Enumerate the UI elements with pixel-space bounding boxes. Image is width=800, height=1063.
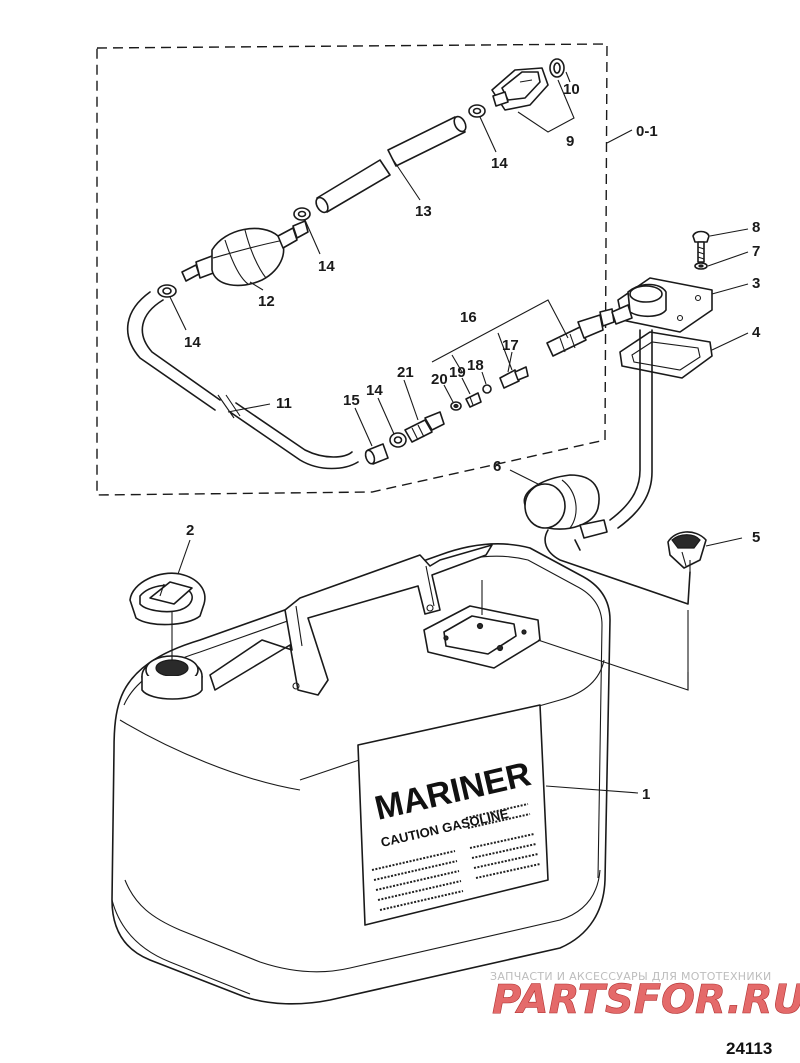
fitting-14-lower: [389, 432, 407, 448]
sleeve-15: [364, 443, 389, 465]
callout-21: 21: [397, 364, 414, 381]
fitting-21: [404, 411, 445, 443]
callout-5: 5: [752, 529, 760, 546]
callout-1: 1: [642, 786, 650, 803]
assembly-guide-lines: [171, 560, 691, 691]
fitting-14-left: [157, 284, 177, 298]
hose-13: [315, 115, 467, 214]
pickup-port: [423, 605, 541, 669]
fitting-16-assembly: [546, 308, 615, 357]
watermark-site: PARTSFOR.RU: [492, 977, 800, 1023]
figure-number: 24113: [726, 1039, 772, 1058]
gauge-rod: [544, 519, 691, 605]
callout-numbers: 10 9 0-1 14 13 14 12 14 11 16 17 18 19 2…: [184, 81, 761, 803]
tank-fine-print: [371, 803, 541, 911]
callout-12: 12: [258, 293, 275, 310]
callout-8: 8: [752, 219, 760, 236]
gasket-4: [619, 331, 713, 379]
o-ring-10: [549, 58, 565, 78]
callout-16: 16: [460, 309, 477, 326]
callout-20: 20: [431, 371, 448, 388]
callout-18: 18: [467, 357, 484, 374]
pickup-tube: [609, 329, 653, 529]
callout-6: 6: [493, 458, 501, 475]
engine-connector-9: [491, 67, 549, 111]
fitting-17: [499, 366, 529, 389]
callout-4: 4: [752, 324, 761, 341]
primer-bulb-12: [181, 220, 309, 287]
washer-20: [450, 401, 462, 411]
pickup-flange-3: [611, 277, 713, 333]
fitting-14-middle: [293, 207, 311, 221]
fuel-cap-2: [129, 572, 206, 626]
callout-11: 11: [276, 395, 292, 412]
callout-17: 17: [502, 337, 519, 354]
check-valve-19: [465, 392, 482, 408]
callout-7: 7: [752, 243, 760, 260]
callout-15: 15: [343, 392, 360, 409]
float-6: [523, 474, 600, 530]
callout-14-upper: 14: [491, 155, 508, 172]
fuel-hose-11: [126, 291, 359, 470]
watermark: ЗАПЧАСТИ И АКСЕССУАРЫ ДЛЯ МОТОТЕХНИКИ PA…: [490, 970, 800, 1023]
screw-8: [692, 230, 710, 263]
leader-lines: [169, 71, 749, 794]
callout-14-lower: 14: [366, 382, 383, 399]
o-ring-18: [482, 384, 492, 394]
fill-neck: [141, 655, 203, 700]
fitting-14-upper: [468, 104, 486, 118]
callout-3: 3: [752, 275, 760, 292]
callout-10: 10: [563, 81, 580, 98]
watermark-tagline: ЗАПЧАСТИ И АКСЕССУАРЫ ДЛЯ МОТОТЕХНИКИ: [490, 970, 772, 983]
callout-0-1: 0-1: [636, 123, 658, 140]
callout-14-middle: 14: [318, 258, 335, 275]
gauge-indicator-5: [667, 531, 707, 569]
callout-13: 13: [415, 203, 432, 220]
callout-14-left: 14: [184, 334, 201, 351]
kit-boundary-dashed: [96, 43, 608, 496]
fuel-tank-1: [111, 543, 611, 1005]
lock-washer-7: [694, 262, 708, 270]
callout-19: 19: [449, 364, 466, 381]
callout-9: 9: [566, 133, 574, 150]
callout-2: 2: [186, 522, 194, 539]
